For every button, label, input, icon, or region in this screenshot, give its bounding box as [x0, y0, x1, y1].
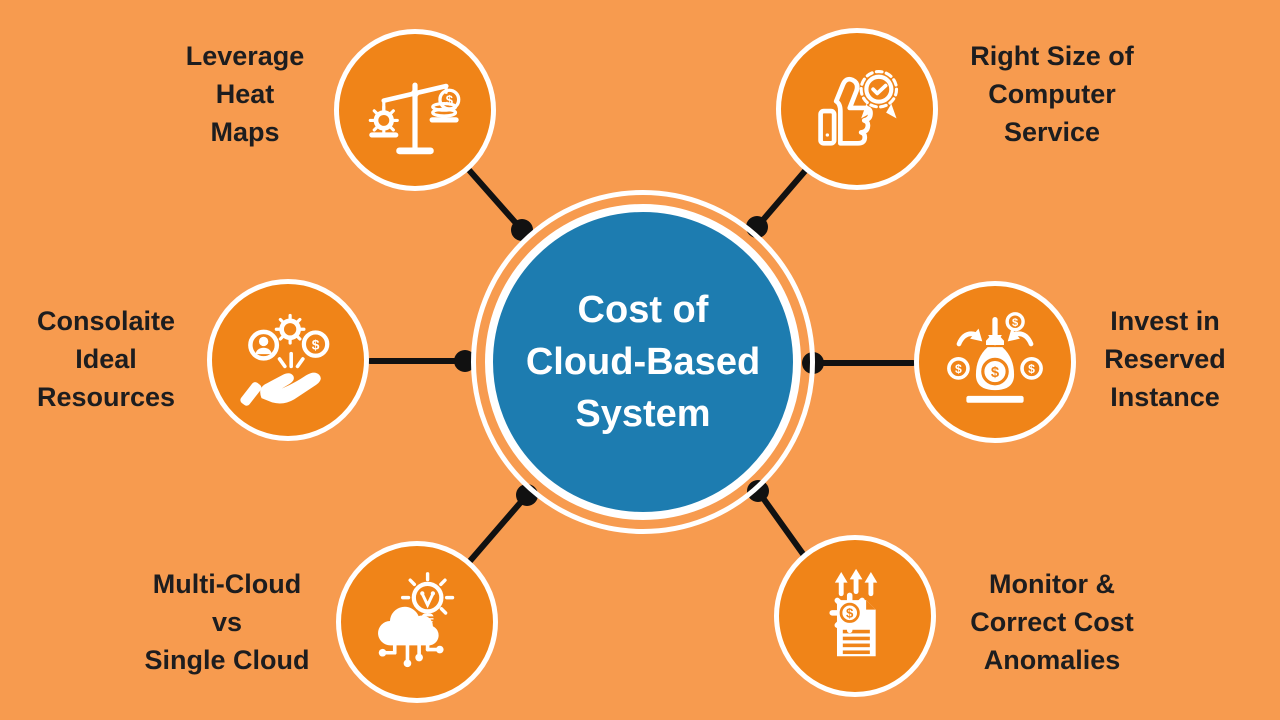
connector-top-left [466, 167, 533, 241]
hand-offering-resources-icon: $ [240, 313, 330, 406]
node-invest-in-reserved-instance: $ $ $ $ [914, 281, 1076, 443]
connector-top-right [746, 168, 808, 238]
cost-report-icon: $ [829, 568, 878, 657]
money-bag-icon: $ $ $ $ [947, 312, 1043, 403]
label-invest-in-reserved-instance: Invest in Reserved Instance [1104, 306, 1226, 412]
cloud-idea-icon [378, 572, 455, 668]
label-multi-cloud-vs-single-cloud: Multi-Cloud vs Single Cloud [144, 569, 310, 675]
thumbs-up-badge-icon [818, 70, 899, 146]
svg-text:$: $ [955, 362, 962, 376]
connector-middle-left [367, 350, 476, 372]
node-leverage-heat-maps: $ [334, 29, 496, 191]
balance-scale-icon: $ [368, 82, 461, 155]
connector-middle-right [802, 352, 916, 374]
hub-outer-ring [471, 190, 815, 534]
node-consolaite-ideal-resources: $ [207, 279, 369, 441]
svg-text:$: $ [312, 337, 320, 352]
node-right-size-of-computer-service [776, 28, 938, 190]
connector-bottom-left [467, 484, 538, 564]
svg-text:$: $ [1028, 362, 1035, 376]
svg-text:$: $ [991, 365, 1000, 381]
svg-text:$: $ [446, 92, 454, 107]
label-monitor-correct-cost-anomalies: Monitor & Correct Cost Anomalies [970, 569, 1134, 675]
label-right-size-of-computer-service: Right Size of Computer Service [970, 41, 1134, 147]
label-leverage-heat-maps: Leverage Heat Maps [185, 41, 305, 147]
hub-circle: Cost of Cloud-Based System [485, 204, 801, 520]
label-consolaite-ideal-resources: Consolaite Ideal Resources [36, 306, 176, 412]
node-multi-cloud-vs-single-cloud [336, 541, 498, 703]
node-monitor-correct-cost-anomalies: $ [774, 535, 936, 697]
svg-text:$: $ [1012, 317, 1019, 329]
svg-text:$: $ [846, 606, 854, 621]
hub-title: Cost of Cloud-Based System [525, 289, 761, 435]
